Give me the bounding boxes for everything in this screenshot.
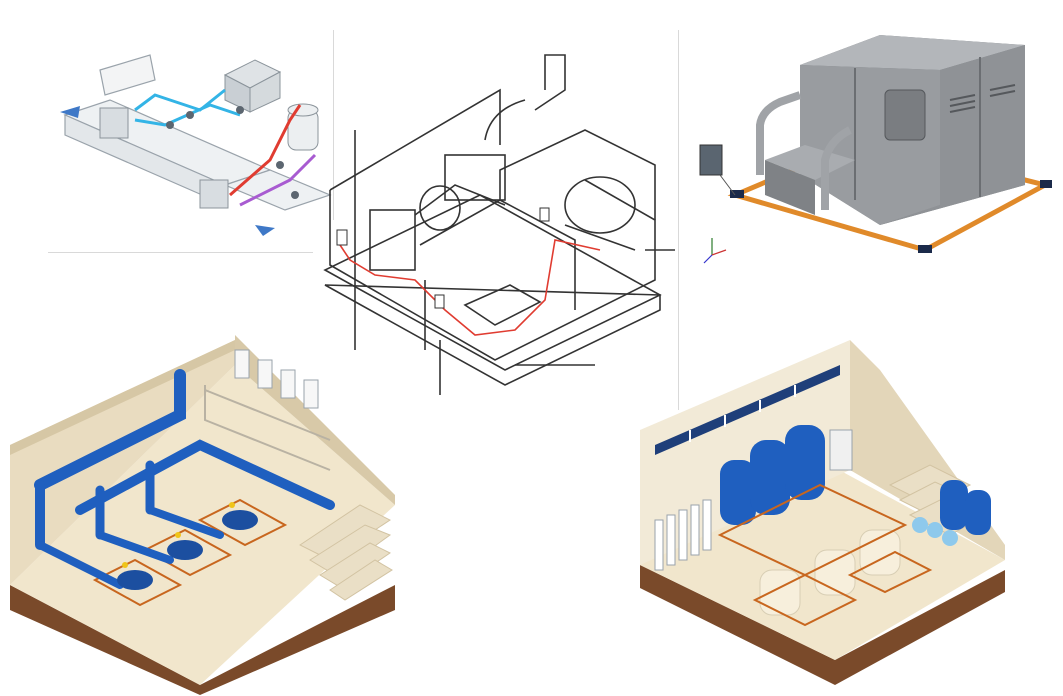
control-panel bbox=[699, 144, 723, 176]
arrow-out-icon bbox=[255, 225, 275, 236]
divider-line bbox=[678, 30, 679, 410]
red-cable bbox=[339, 239, 601, 336]
hvac-schematic-panel bbox=[40, 30, 335, 260]
plant-room-cutaway-panel bbox=[315, 50, 680, 410]
pump-room-panel bbox=[0, 335, 400, 695]
junction-box bbox=[539, 207, 550, 222]
cyan-pipe bbox=[134, 88, 226, 112]
divider-line bbox=[48, 252, 313, 253]
control-cabinet bbox=[829, 429, 853, 471]
axis-triad-icon bbox=[703, 238, 727, 264]
arrow-in-icon bbox=[60, 106, 80, 118]
genset-enclosure-panel bbox=[690, 10, 1060, 270]
water-treatment-room-panel bbox=[630, 330, 1063, 690]
junction-box bbox=[434, 294, 445, 309]
red-pipe bbox=[229, 104, 302, 197]
junction-box bbox=[336, 229, 348, 246]
purple-pipe bbox=[239, 153, 317, 207]
divider-line bbox=[333, 30, 334, 220]
